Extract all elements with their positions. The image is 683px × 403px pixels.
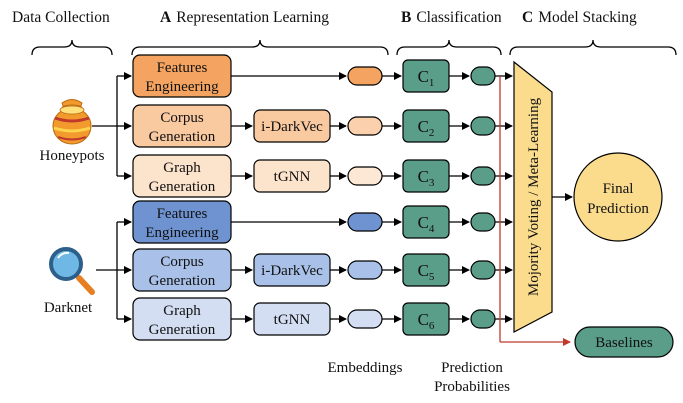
brace-classification bbox=[396, 39, 502, 56]
classifier-letter-2: C bbox=[418, 117, 429, 136]
embedding-pill-4 bbox=[347, 212, 383, 232]
stacker-label: Mojority Voting / Meta-Learning bbox=[526, 97, 542, 296]
repr-line2-5: Generation bbox=[149, 273, 216, 289]
rows-layer: FeaturesEngineeringC1CorpusGenerationi-D… bbox=[132, 54, 513, 341]
prob-pill-6 bbox=[470, 309, 496, 329]
embedding-pill-3 bbox=[347, 166, 383, 186]
header-classification: B Classification bbox=[401, 9, 502, 26]
classifier-label-4: C4 bbox=[418, 213, 435, 235]
brace-data-collection bbox=[31, 39, 113, 56]
header-b-letter: B bbox=[401, 9, 411, 26]
repr-line1-1: Features bbox=[157, 60, 208, 76]
classifier-label-2: C2 bbox=[418, 117, 435, 139]
header-model-stacking: C Model Stacking bbox=[522, 9, 637, 26]
darknet-label: Darknet bbox=[44, 300, 93, 316]
classifier-label-6: C6 bbox=[418, 310, 435, 332]
repr-line2-2: Generation bbox=[149, 129, 216, 145]
header-a-text: Representation Learning bbox=[176, 9, 329, 26]
repr-line1-6: Graph bbox=[163, 303, 201, 319]
repr-line1-4: Features bbox=[157, 206, 208, 222]
embedding-pill-2 bbox=[347, 116, 383, 136]
classifier-letter-6: C bbox=[418, 310, 429, 329]
magnifier-icon bbox=[49, 247, 95, 295]
embedding-pill-6 bbox=[347, 309, 383, 329]
prob-pill-5 bbox=[470, 260, 496, 280]
embedding-pill-1 bbox=[347, 66, 383, 86]
classifier-label-1: C1 bbox=[418, 67, 435, 89]
final-prediction-node bbox=[573, 152, 663, 242]
classifier-index-1: 1 bbox=[429, 77, 435, 89]
final-line1: Final bbox=[603, 181, 634, 197]
embedding-pill-5 bbox=[347, 260, 383, 280]
repr-line1-2: Corpus bbox=[160, 110, 204, 126]
brace-model-stacking bbox=[509, 39, 677, 56]
classifier-index-5: 5 bbox=[429, 271, 435, 283]
repr-line2-4: Engineering bbox=[145, 225, 219, 241]
prob-pill-3 bbox=[470, 166, 496, 186]
honey-pot-icon bbox=[52, 99, 92, 145]
embeddings-label: Embeddings bbox=[328, 360, 403, 376]
header-a-letter: A bbox=[160, 9, 172, 26]
classifier-letter-1: C bbox=[418, 67, 429, 86]
classifier-letter-5: C bbox=[418, 261, 429, 280]
repr-line2-6: Generation bbox=[149, 322, 216, 338]
header-data-collection: Data Collection bbox=[12, 9, 110, 26]
final-line2: Prediction bbox=[587, 201, 649, 217]
method-label-3: tGNN bbox=[274, 169, 311, 185]
prob-pill-4 bbox=[470, 212, 496, 232]
classifier-letter-4: C bbox=[418, 213, 429, 232]
header-c-text: Model Stacking bbox=[538, 9, 637, 26]
classifier-index-6: 6 bbox=[429, 320, 435, 332]
repr-line2-1: Engineering bbox=[145, 79, 219, 95]
prob-pill-2 bbox=[470, 116, 496, 136]
stacker-block bbox=[513, 60, 553, 333]
classifier-label-3: C3 bbox=[418, 167, 435, 189]
header-c-letter: C bbox=[522, 9, 533, 26]
classifier-index-3: 3 bbox=[429, 177, 435, 189]
repr-line1-3: Graph bbox=[163, 160, 201, 176]
honeypots-label: Honeypots bbox=[40, 148, 105, 164]
method-label-5: i-DarkVec bbox=[261, 263, 323, 279]
header-b-text: Classification bbox=[416, 9, 501, 26]
repr-line1-5: Corpus bbox=[160, 254, 204, 270]
classifier-index-2: 2 bbox=[429, 127, 435, 139]
baselines-label: Baselines bbox=[595, 335, 653, 351]
prediction-line1: Prediction bbox=[441, 360, 503, 376]
baselines-node bbox=[574, 326, 674, 358]
brace-representation bbox=[131, 39, 389, 56]
repr-line2-3: Generation bbox=[149, 179, 216, 195]
classifier-label-5: C5 bbox=[418, 261, 435, 283]
prediction-line2: Probabilities bbox=[434, 379, 510, 395]
prob-pill-1 bbox=[470, 66, 496, 86]
method-label-2: i-DarkVec bbox=[261, 119, 323, 135]
classifier-letter-3: C bbox=[418, 167, 429, 186]
classifier-index-4: 4 bbox=[429, 223, 435, 235]
method-label-6: tGNN bbox=[274, 312, 311, 328]
